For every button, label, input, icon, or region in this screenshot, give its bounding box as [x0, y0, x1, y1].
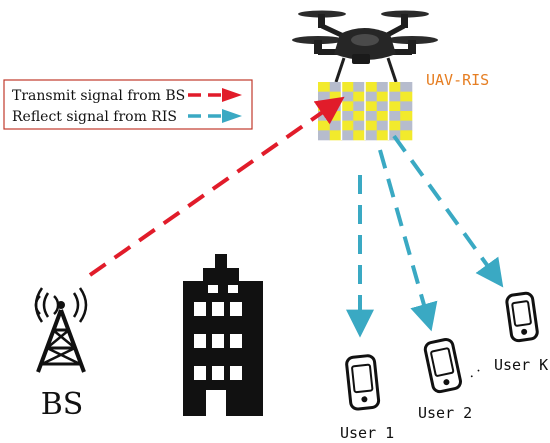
building-window [230, 366, 242, 380]
legend: Transmit signal from BS Reflect signal f… [3, 79, 253, 130]
ris-element [329, 120, 342, 131]
ris-surface-icon [318, 82, 413, 141]
ris-element [388, 130, 401, 141]
ris-element [400, 91, 413, 102]
uav-ris-label: UAV-RIS [426, 71, 489, 89]
quadcopter-drone-icon [292, 10, 438, 83]
building-window [230, 334, 242, 348]
ris-element [400, 120, 413, 131]
ris-element [318, 91, 331, 102]
ris-element [365, 120, 378, 131]
ris-element [341, 82, 354, 92]
legend-box [3, 79, 253, 130]
building-window [212, 334, 224, 348]
bs-to-ris-signal-arrow [88, 96, 345, 277]
ris-element [353, 101, 366, 112]
ris-element [318, 120, 331, 131]
ris-element [376, 91, 389, 102]
ris-to-user2-signal-arrow [378, 149, 438, 332]
ris-element [341, 130, 354, 141]
ris-element [376, 111, 389, 121]
ris-element [353, 111, 366, 121]
ris-element [365, 101, 378, 112]
building-window [194, 302, 206, 316]
ris-element [388, 91, 401, 102]
smartphone-icon-user-k [505, 291, 539, 343]
user-ellipsis: . . [463, 360, 484, 381]
ris-element [353, 120, 366, 131]
office-building-icon [183, 254, 263, 416]
user-2-label: User 2 [418, 404, 472, 422]
user-1-label: User 1 [340, 424, 394, 442]
legend-ris-signal-arrowhead [222, 109, 242, 123]
ris-element [388, 111, 401, 121]
ris-element [353, 91, 366, 102]
ris-element [329, 130, 342, 141]
cell-tower-icon [34, 287, 88, 373]
building-window [194, 366, 206, 380]
ris-element [341, 120, 354, 131]
ris-element [329, 91, 342, 102]
ris-element [388, 82, 401, 92]
building-window [194, 334, 206, 348]
smartphone-icon-user-2 [423, 337, 462, 394]
ris-element [365, 130, 378, 141]
ris-element [400, 111, 413, 121]
ris-element [376, 101, 389, 112]
ris-element [365, 91, 378, 102]
user-k-label: User K [494, 356, 548, 374]
building-windows [194, 285, 242, 380]
smartphone-icon-user-1 [345, 354, 381, 411]
ris-to-userk-signal-arrow [392, 134, 504, 288]
ris-element [376, 130, 389, 141]
ris-element [341, 101, 354, 112]
ris-element [400, 101, 413, 112]
ris-element [365, 111, 378, 121]
ris-element [388, 101, 401, 112]
ris-element [388, 120, 401, 131]
bs-label: BS [41, 387, 84, 422]
building-window [228, 285, 238, 293]
ris-element [341, 91, 354, 102]
legend-bs-signal-label: Transmit signal from BS [12, 88, 185, 104]
legend-ris-signal-label: Reflect signal from RIS [12, 109, 177, 125]
ris-element [400, 82, 413, 92]
ris-element [376, 120, 389, 131]
ris-element [376, 82, 389, 92]
ris-element [318, 130, 331, 141]
ris-element [318, 82, 331, 92]
building-window [212, 302, 224, 316]
ris-element [400, 130, 413, 141]
ris-element [329, 111, 342, 121]
building-window [230, 302, 242, 316]
ris-element [353, 130, 366, 141]
building-window [208, 285, 218, 293]
building-window [212, 366, 224, 380]
ris-element [329, 82, 342, 92]
ris-element [353, 82, 366, 92]
ris-element [365, 82, 378, 92]
ris-element [341, 111, 354, 121]
legend-bs-signal-arrowhead [222, 88, 242, 102]
